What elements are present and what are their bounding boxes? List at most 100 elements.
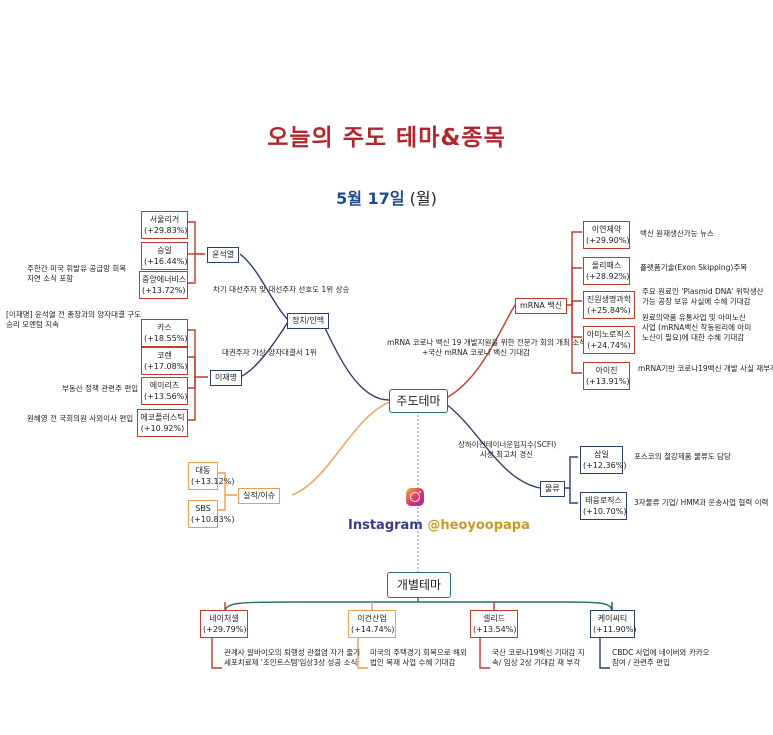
stock-name: 서울리거 — [149, 215, 180, 224]
stock-pct: (+18.55%) — [144, 334, 188, 343]
stock-box: 아이진 (+13.91%) — [583, 362, 630, 390]
stock-pct: (+10.92%) — [140, 424, 185, 433]
stock-desc: 국산 코로나19백신 기대감 지 — [492, 648, 585, 657]
stock-name: 에코플러스틱 — [140, 413, 185, 422]
yoon-stock-note-1: 주한간 미국 휘발유 공급망 회복 — [27, 264, 127, 273]
stock-pct: (+12.36%) — [583, 461, 627, 470]
center-theme-node: 주도테마 — [389, 389, 448, 413]
instagram-account: @heoyoopapa — [427, 518, 530, 533]
stock-desc: 가능 공장 보유 사실에 수혜 기대감 — [642, 297, 751, 306]
stock-pct: (+13.56%) — [144, 392, 188, 401]
politics-hub: 정치/인맥 — [287, 313, 330, 329]
stock-pct: (+11.90%) — [593, 625, 637, 634]
stock-name: 태웅로직스 — [585, 496, 622, 505]
logistics-note-2: 사상 최고치 경신 — [480, 450, 534, 459]
stock-pct: (+13.91%) — [586, 377, 630, 386]
individual-theme-node: 개별테마 — [387, 572, 451, 598]
stock-pct: (+13.12%) — [191, 477, 235, 486]
stock-box: 진원생명과학 (+25.84%) — [583, 291, 635, 319]
stock-desc: 세포치료제 '조인트스템'임상3상 성공 소식 — [224, 658, 358, 667]
lee-note-3: 부동산 정책 관련주 편입 — [62, 384, 139, 393]
stock-name: 올리패스 — [591, 261, 622, 270]
stock-name: 승일 — [157, 246, 172, 255]
individual-stock-box: 이건산업 (+14.74%) — [348, 610, 396, 638]
yoon-note: 차기 대선주자 및 대선주자 선호도 1위 상승 — [213, 285, 350, 294]
stock-pct: (+14.74%) — [351, 625, 395, 634]
stock-box: 아미노로직스 (+24.74%) — [583, 326, 635, 354]
logistics-hub: 물류 — [540, 481, 565, 497]
stock-box: 이연제약 (+29.90%) — [583, 221, 630, 249]
lee-note-1: [이재명] 윤석열 전 총장과의 양자대결 구도 — [6, 310, 142, 319]
stock-name: SBS — [195, 504, 211, 513]
individual-stock-box: 네이처셀 (+29.79%) — [200, 610, 248, 638]
stock-pct: (+10.70%) — [583, 507, 627, 516]
stock-name: 아미노로직스 — [586, 330, 632, 339]
mrna-hub: mRNA 백신 — [515, 298, 568, 314]
date-month-day: 5월 17일 — [336, 189, 405, 208]
lee-note-2: 승리 모멘텀 지속 — [6, 320, 60, 329]
stock-desc: 3자물류 기업/ HMM과 운송사업 협력 이력 — [634, 498, 769, 507]
stock-pct: (+29.79%) — [203, 625, 247, 634]
mrna-note-2: +국산 mRNA 코로나 백신 기대감 — [422, 348, 531, 357]
earnings-hub: 실적/이슈 — [238, 488, 281, 504]
stock-box: 카스 (+18.55%) — [141, 319, 188, 347]
stock-box: 태웅로직스 (+10.70%) — [580, 492, 627, 520]
stock-box: 서울리거 (+29.83%) — [141, 211, 188, 239]
mrna-note-1: mRNA 코로나 백신 19 개발지원을 위한 전문가 회의 개최 소식 — [387, 338, 587, 347]
stock-pct: (+16.44%) — [144, 257, 188, 266]
stock-desc: 법인 목재 사업 수혜 기대감 — [370, 658, 456, 667]
lee-note-4: 원혜영 전 국회의원 사외이사 편입 — [27, 414, 134, 423]
yoon-stock-note-2: 지연 소식 포함 — [27, 274, 74, 283]
stock-name: 진원생명과학 — [586, 295, 632, 304]
instagram-icon — [406, 488, 424, 506]
individual-stock-box: 케이씨티 (+11.90%) — [590, 610, 637, 638]
stock-name: 카스 — [157, 323, 172, 332]
individual-stock-box: 셀리드 (+13.54%) — [470, 610, 518, 638]
stock-box: 에코플러스틱 (+10.92%) — [137, 409, 188, 437]
stock-box: SBS (+10.83%) — [188, 500, 235, 528]
lee-hub: 이재명 — [210, 370, 243, 386]
instagram-label: Instagram — [348, 518, 423, 533]
stock-box: 에이리츠 (+13.56%) — [141, 377, 188, 405]
stock-name: 코렌 — [157, 351, 172, 360]
stock-name: 아이진 — [595, 366, 618, 375]
stock-pct: (+13.54%) — [473, 625, 517, 634]
stock-pct: (+17.08%) — [144, 362, 188, 371]
stock-pct: (+13.72%) — [142, 286, 186, 295]
stock-box: 코렌 (+17.08%) — [141, 347, 188, 375]
stock-desc: 백신 원재생산가능 뉴스 — [640, 229, 714, 238]
date-label: 5월 17일 (월) — [0, 185, 773, 209]
stock-box: 대동 (+13.12%) — [188, 462, 235, 490]
stock-desc: mRNA기반 코로나19백신 개발 사실 재부각 — [638, 364, 773, 373]
stock-pct: (+10.83%) — [191, 515, 235, 524]
stock-desc: 사업 (mRNA백신 작동원리에 아미 — [642, 323, 752, 332]
stock-name: 케이씨티 — [597, 614, 628, 623]
stock-name: 이건산업 — [357, 614, 387, 623]
stock-box: 승일 (+16.44%) — [141, 242, 188, 270]
date-weekday: (월) — [409, 189, 437, 208]
stock-desc: 관계사 알바이오의 퇴행성 관절염 자가 줄기 — [224, 648, 361, 657]
stock-name: 대동 — [195, 466, 211, 475]
stock-box: 중앙에너비스 (+13.72%) — [139, 271, 188, 299]
stock-pct: (+28.92%) — [586, 272, 630, 281]
stock-desc: CBDC 사업에 네이버와 카카오 — [612, 648, 710, 657]
stock-name: 삼일 — [594, 450, 609, 459]
page-title: 오늘의 주도 테마&종목 — [267, 125, 506, 151]
stock-desc: 포스코의 철강제품 물류도 담당 — [634, 452, 731, 461]
stock-desc: 플랫폼기술(Exon Skipping)주목 — [640, 263, 748, 272]
stock-name: 에이리츠 — [149, 381, 180, 390]
stock-desc: 속/ 임상 2상 기대감 재 부각 — [492, 658, 581, 667]
stock-name: 중앙에너비스 — [142, 275, 187, 284]
logistics-note-1: 상하이컨테이너운임지수(SCFI) — [458, 440, 557, 449]
stock-pct: (+24.74%) — [587, 341, 631, 350]
stock-pct: (+29.83%) — [144, 226, 188, 235]
stock-pct: (+29.90%) — [586, 236, 630, 245]
stock-name: 이연제약 — [591, 225, 622, 234]
stock-pct: (+25.84%) — [587, 306, 631, 315]
stock-name: 셀리드 — [482, 614, 506, 623]
stock-desc: 주요 원료인 'Plasmid DNA' 위탁생산 — [642, 287, 764, 296]
stock-box: 올리패스 (+28.92%) — [583, 257, 630, 285]
stock-desc: 미국의 주택경기 회복으로 해외 — [370, 648, 467, 657]
stock-desc: 원료의약품 유통사업 및 아미노산 — [642, 313, 746, 322]
